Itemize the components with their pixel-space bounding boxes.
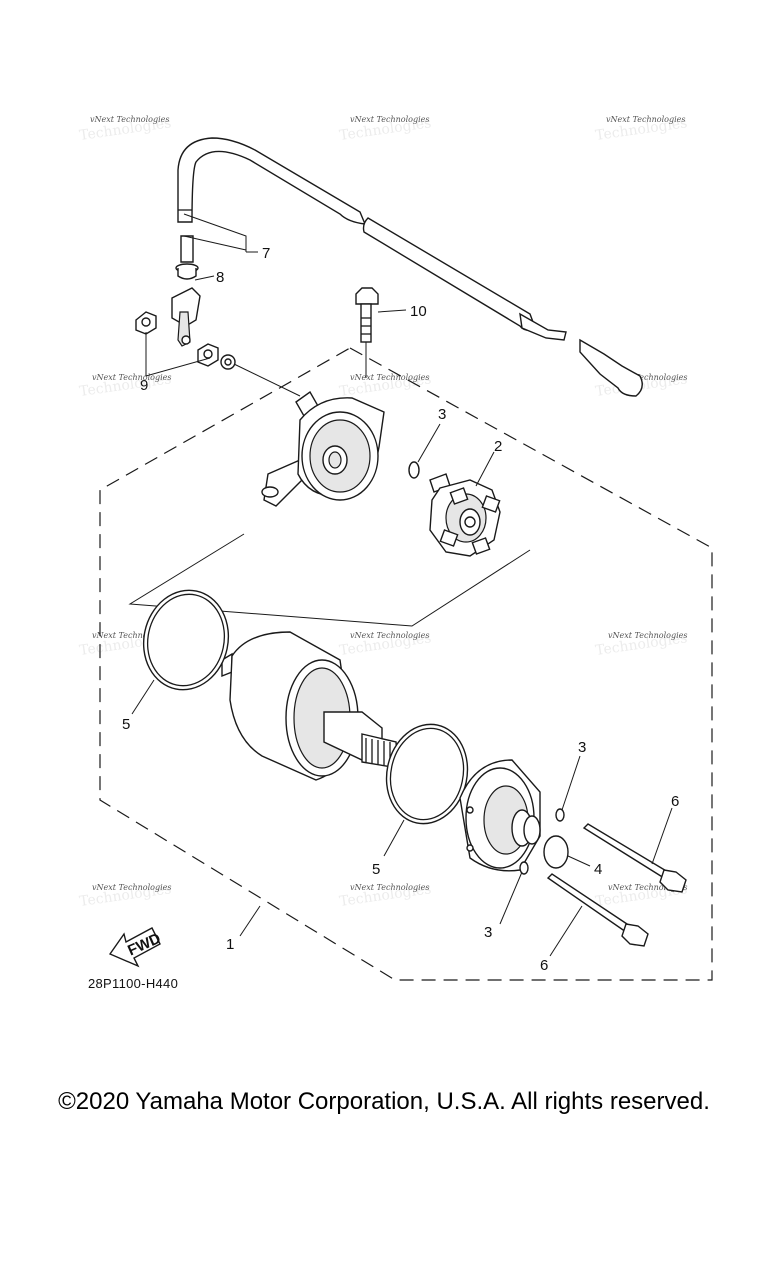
front-cover — [261, 390, 385, 507]
fwd-arrow-icon: FWD — [108, 927, 163, 968]
callout-3-top: 3 — [438, 406, 446, 423]
o-ring-5-left — [142, 589, 230, 691]
o-ring-3-lower — [519, 861, 529, 875]
callout-9: 9 — [140, 377, 148, 394]
diagram-reference-code: 28P1100-H440 — [88, 976, 178, 991]
watermark-text: vNext Technologies — [92, 883, 171, 892]
brush-holder — [429, 473, 501, 557]
rear-cover — [459, 759, 541, 872]
o-ring-5-right-inner — [389, 727, 465, 821]
callout-7: 7 — [262, 245, 270, 262]
callout-10: 10 — [410, 303, 427, 320]
o-ring-5-right — [385, 723, 469, 825]
watermark-text: vNext Technologies — [608, 631, 687, 640]
callout-3-bottom: 3 — [484, 924, 492, 941]
watermark-text: vNext Technologies — [92, 373, 171, 382]
long-bolt-lower — [546, 873, 649, 947]
terminal-cluster — [135, 287, 236, 370]
callout-6-upper: 6 — [671, 793, 679, 810]
watermark-text: vNext Technologies — [608, 373, 687, 382]
callout-5-left: 5 — [122, 716, 130, 733]
watermark-text: vNext Technologies — [350, 115, 429, 124]
watermark-text: vNext Technologies — [608, 883, 687, 892]
watermark-text: vNext Technologies — [350, 373, 429, 382]
callout-4: 4 — [594, 861, 602, 878]
leader-lines — [131, 213, 673, 957]
copyright-notice: ©2020 Yamaha Motor Corporation, U.S.A. A… — [58, 1088, 710, 1115]
watermark-text: vNext Technologies — [90, 115, 169, 124]
starter-cable — [175, 137, 643, 397]
o-ring-3-top — [408, 461, 420, 479]
o-ring-3-upper — [555, 808, 565, 822]
callout-8: 8 — [216, 269, 224, 286]
long-bolt-upper — [582, 823, 687, 893]
fwd-label: FWD — [125, 930, 163, 959]
watermark-text: vNext Technologies — [350, 631, 429, 640]
callout-5-right: 5 — [372, 861, 380, 878]
watermark-text: vNext Technologies — [606, 115, 685, 124]
callout-6-lower: 6 — [540, 957, 548, 974]
o-ring-5-left-inner — [146, 593, 226, 687]
callout-2: 2 — [494, 438, 502, 455]
watermark-text: vNext Technologies — [92, 631, 171, 640]
o-ring-4 — [543, 835, 569, 869]
inner-frame — [128, 533, 531, 627]
callout-1: 1 — [226, 936, 234, 953]
callout-labels: 1 2 3 3 3 4 5 5 6 6 7 8 9 10 — [122, 245, 679, 974]
watermark-text: vNext Technologies — [350, 883, 429, 892]
bolt-10 — [355, 287, 379, 343]
starting-motor-diagram: Technologies vNext Technologies Technolo… — [78, 115, 713, 991]
callout-3-right: 3 — [578, 739, 586, 756]
armature-yoke — [221, 631, 399, 781]
